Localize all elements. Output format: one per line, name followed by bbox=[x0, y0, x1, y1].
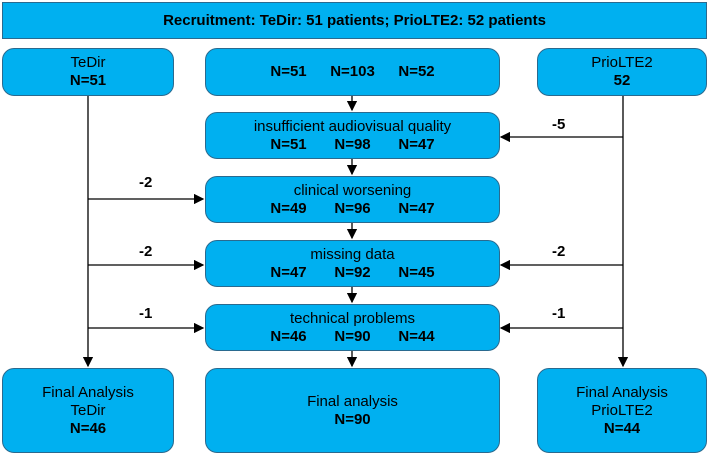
step-n-total: N=90 bbox=[334, 327, 371, 345]
final-combined-n: N=90 bbox=[334, 410, 371, 428]
priolte2-start-box: PrioLTE2 52 bbox=[537, 48, 707, 96]
final-tedir-line2: TeDir bbox=[70, 401, 106, 419]
exclusion-right-technical: -1 bbox=[552, 305, 566, 322]
step-title: missing data bbox=[310, 245, 395, 263]
step-box-missing-data: missing data N=47 N=92 N=45 bbox=[205, 240, 500, 287]
step-n-total: N=96 bbox=[334, 199, 371, 217]
step-box-technical-problems: technical problems N=46 N=90 N=44 bbox=[205, 304, 500, 351]
step-title: clinical worsening bbox=[293, 181, 412, 199]
step-title: insufficient audiovisual quality bbox=[253, 117, 452, 135]
exclusion-left-missing: -2 bbox=[139, 243, 153, 260]
step-n-priolte2: N=45 bbox=[398, 263, 435, 281]
step-n-tedir: N=51 bbox=[270, 135, 307, 153]
step-n-tedir: N=46 bbox=[270, 327, 307, 345]
step-n-tedir: N=47 bbox=[270, 263, 307, 281]
priolte2-n: 52 bbox=[613, 72, 631, 89]
exclusion-right-missing: -2 bbox=[552, 243, 566, 260]
step-box-clinical-worsening: clinical worsening N=49 N=96 N=47 bbox=[205, 176, 500, 223]
tedir-start-box: TeDir N=51 bbox=[2, 48, 174, 96]
final-tedir-line1: Final Analysis bbox=[42, 383, 134, 401]
tedir-label: TeDir bbox=[70, 54, 106, 71]
step-n-priolte2: N=44 bbox=[398, 327, 435, 345]
step-n-total: N=92 bbox=[334, 263, 371, 281]
start-n-priolte2: N=52 bbox=[398, 63, 435, 80]
step-n-tedir: N=49 bbox=[270, 199, 307, 217]
final-analysis-combined-box: Final analysis N=90 bbox=[205, 368, 500, 453]
step-n-total: N=98 bbox=[334, 135, 371, 153]
step-title: technical problems bbox=[289, 309, 416, 327]
start-n-total: N=103 bbox=[330, 63, 375, 80]
final-priolte2-line2: PrioLTE2 bbox=[591, 401, 653, 419]
exclusion-right-audiovisual: -5 bbox=[552, 116, 566, 133]
step-box-audiovisual: insufficient audiovisual quality N=51 N=… bbox=[205, 112, 500, 159]
tedir-n: N=51 bbox=[69, 72, 107, 89]
step-n-priolte2: N=47 bbox=[398, 135, 435, 153]
final-analysis-tedir-box: Final Analysis TeDir N=46 bbox=[2, 368, 174, 453]
combined-start-box: N=51 N=103 N=52 bbox=[205, 48, 500, 96]
step-n-priolte2: N=47 bbox=[398, 199, 435, 217]
final-priolte2-n: N=44 bbox=[603, 419, 641, 437]
exclusion-left-technical: -1 bbox=[139, 305, 153, 322]
exclusion-left-clinical: -2 bbox=[139, 174, 153, 191]
final-combined-line1: Final analysis bbox=[307, 392, 398, 410]
final-tedir-n: N=46 bbox=[69, 419, 107, 437]
final-priolte2-line1: Final Analysis bbox=[576, 383, 668, 401]
recruitment-text: Recruitment: TeDir: 51 patients; PrioLTE… bbox=[163, 11, 546, 29]
priolte2-label: PrioLTE2 bbox=[591, 54, 653, 71]
start-n-tedir: N=51 bbox=[270, 63, 307, 80]
recruitment-header: Recruitment: TeDir: 51 patients; PrioLTE… bbox=[2, 2, 707, 39]
final-analysis-priolte2-box: Final Analysis PrioLTE2 N=44 bbox=[537, 368, 707, 453]
